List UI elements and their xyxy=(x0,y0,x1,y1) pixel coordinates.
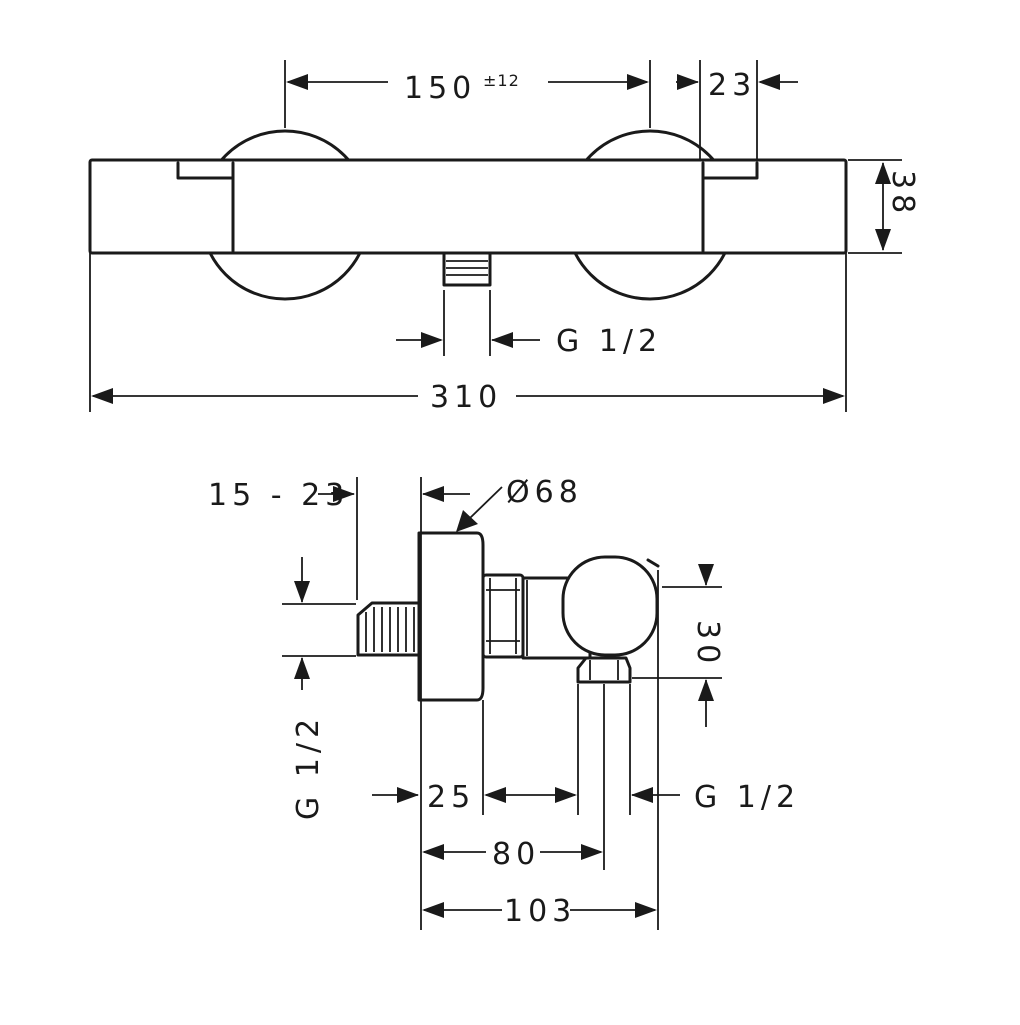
dim-outlet-side-g12-label: G 1/2 xyxy=(694,780,800,815)
connection-nut xyxy=(481,573,525,659)
dim-25-label: 25 xyxy=(427,780,475,815)
dim-outlet-g12-label: G 1/2 xyxy=(556,324,662,359)
left-lever-tab xyxy=(176,161,235,180)
dim-150-label: 150 xyxy=(404,71,476,106)
dim-inlet-g12-label: G 1/2 xyxy=(291,714,326,820)
dim-diameter-68-label: Ø68 xyxy=(506,475,583,510)
dim-103-label: 103 xyxy=(504,894,576,929)
thermostat-body xyxy=(88,158,848,255)
thermostat-handle xyxy=(561,555,659,657)
dim-310-label: 310 xyxy=(430,380,502,415)
outlet-thread xyxy=(442,251,492,287)
inlet-thread xyxy=(356,601,421,657)
outlet-connector xyxy=(576,656,632,684)
top-view: 150 ±12 23 38 G 1/2 310 xyxy=(88,60,920,415)
dim-arrow xyxy=(286,74,308,90)
dim-30-label: 30 xyxy=(690,620,725,668)
handle-lever xyxy=(646,558,660,568)
side-view: 15 - 23 Ø68 G 1/2 30 25 G 1/2 xyxy=(208,475,800,930)
dim-80-label: 80 xyxy=(492,837,540,872)
rosette-flange xyxy=(417,531,485,702)
dim-23-label: 23 xyxy=(708,68,756,103)
dim-15-23-label: 15 - 23 xyxy=(208,478,349,513)
right-lever-tab xyxy=(701,161,759,180)
dim-38-label: 38 xyxy=(885,170,920,218)
dim-150-tolerance: ±12 xyxy=(483,71,520,90)
